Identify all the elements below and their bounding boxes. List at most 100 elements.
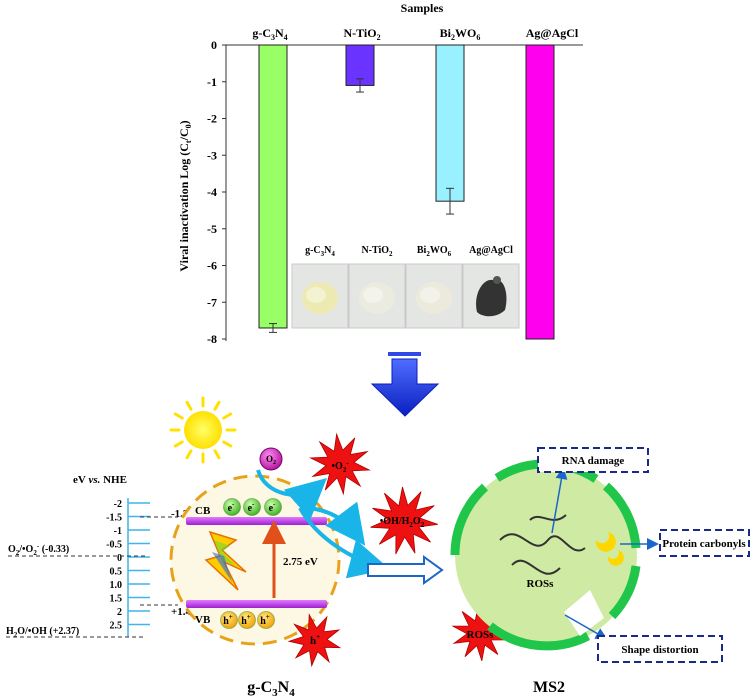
sun-ray [185, 449, 193, 460]
shape-callout-arrow [564, 614, 608, 640]
category-labels: g-C3N4 N-TiO2 Bi2WO6 Ag@AgCl [252, 26, 579, 42]
electron-transfer-arrow [307, 501, 366, 546]
y-tick-label: -1 [207, 75, 217, 89]
powder-pile-b [416, 282, 452, 314]
o2-molecule-label: O2 [266, 454, 276, 466]
sun-ray [222, 412, 233, 420]
powder-pile-g [302, 282, 338, 314]
category-label-g-c3n4: g-C3N4 [252, 26, 287, 42]
hole-label: h+ [223, 613, 233, 627]
protein-carbonyls-box [659, 529, 750, 557]
sun-ray [222, 440, 233, 448]
hole-label: h+ [241, 613, 251, 627]
photo-label-g-c3n4: g-C3N4 [305, 245, 335, 258]
y-tick-label: -2 [207, 112, 217, 126]
capsid-segment [602, 482, 641, 549]
rna-damage-label: RNA damage [562, 455, 625, 467]
bar-gc3n4 [258, 44, 288, 329]
scale-tick-label: -0.5 [106, 540, 122, 551]
bar-bi2wo6 [435, 44, 465, 202]
oh-h2o2-burst [370, 486, 438, 555]
hole-label: h+ [260, 613, 270, 627]
photo-label-ag-agcl: Ag@AgCl [469, 245, 513, 256]
y-tick-label: -8 [207, 332, 217, 346]
oh-h2o2-label: •OH/H2O2 [380, 516, 425, 529]
hole [238, 611, 256, 629]
bottom-label-ms2: MS2 [533, 679, 565, 696]
y-tick-label: -6 [207, 259, 217, 273]
y-tick-label: -4 [207, 185, 217, 199]
protein-carbonyl-icon [607, 550, 624, 566]
electron-label: e- [228, 500, 235, 514]
electron-label: e- [248, 500, 255, 514]
cb-label: CB [195, 505, 211, 517]
superoxide-burst [309, 432, 371, 496]
electron [243, 498, 261, 516]
protein-carbonyl-icon [595, 532, 616, 552]
sun-icon [169, 396, 237, 464]
y-tick-label: -3 [207, 148, 217, 162]
o2-redox-pair-label: O2/•O2- (-0.33) [8, 542, 69, 557]
rna-damage-box [537, 447, 649, 473]
bottom-label-g-c3n4: g-C3N4 [247, 679, 295, 699]
sun-ray [173, 412, 184, 420]
electron [264, 498, 282, 516]
ms2-virus [450, 459, 641, 651]
hollow-transfer-arrow [367, 555, 444, 585]
y-axis-label: Viral inactivation Log (Ct/C0) [177, 120, 193, 271]
capsid-segment [608, 565, 641, 620]
o2-to-superoxide-arrow [256, 469, 327, 520]
scale-tick-label: 2 [117, 607, 122, 618]
capsid-segment [487, 622, 591, 651]
lightning-bolt-icon [204, 530, 247, 591]
shape-distortion-notch [564, 590, 604, 636]
photo-label-bi2wo6: Bi2WO6 [417, 245, 452, 258]
o2-molecule-icon [259, 447, 283, 471]
category-label-bi2wo6: Bi2WO6 [440, 26, 481, 42]
electron [223, 498, 241, 516]
photo-label-n-tio2: N-TiO2 [361, 245, 393, 258]
bandgap-label: 2.75 eV [283, 556, 318, 568]
capsid-segment [450, 483, 489, 556]
sun-ray [213, 449, 221, 460]
sun-ray [213, 400, 221, 411]
h2o-redox-pair-label: H2O/•OH (+2.37) [6, 626, 79, 639]
scale-tick-label: 2.5 [110, 621, 123, 632]
sun-ray [185, 400, 193, 411]
shape-distortion-box [597, 635, 723, 663]
category-label-n-tio2: N-TiO2 [343, 26, 380, 42]
y-tick-label: 0 [211, 38, 217, 52]
category-label-ag-agcl: Ag@AgCl [526, 26, 579, 40]
protein-carbonyls-label: Protein carbonyls [662, 538, 746, 550]
chart-title: Samples [401, 1, 444, 15]
energy-scale-ticks: -2-1.5-1-0.500.51.01.522.5 [106, 499, 150, 632]
powder-pile-a [476, 276, 507, 317]
bar-agagcl [525, 44, 555, 340]
hole [220, 611, 238, 629]
scale-tick-label: 1.0 [110, 580, 123, 591]
ros-outer-label: ROSs [467, 629, 495, 641]
bars [258, 44, 555, 340]
ros-inner-label: ROSs [527, 578, 555, 590]
rna-callout-arrow [551, 467, 568, 534]
energy-scale-title: eV vs. NHE [73, 474, 127, 486]
scale-tick-label: 0 [117, 553, 122, 564]
shape-distortion-label: Shape distortion [621, 644, 698, 656]
mechanism-diagram: eV vs. NHE -2-1.5-1-0.500.51.01.522.5 -1… [6, 396, 750, 699]
scale-tick-label: -1 [114, 526, 122, 537]
superoxide-label: •O2- [331, 459, 349, 474]
scale-tick-label: -1.5 [106, 513, 122, 524]
hole-burst [287, 613, 342, 668]
y-tick-label: -7 [207, 295, 217, 309]
powder-pile-n [359, 282, 395, 314]
sample-photos: g-C3N4 N-TiO2 Bi2WO6 Ag@AgCl [291, 245, 520, 329]
scale-tick-label: 1.5 [110, 594, 123, 605]
valence-band [186, 600, 327, 608]
bar-chart: Samples g-C3N4 N-TiO2 Bi2WO6 Ag@AgCl 0 -1… [177, 1, 583, 346]
electron-label: e- [269, 500, 276, 514]
sun-ray [173, 440, 184, 448]
y-ticks: 0 -1 -2 -3 -4 -5 -6 -7 -8 [207, 38, 226, 346]
y-tick-label: -5 [207, 222, 217, 236]
